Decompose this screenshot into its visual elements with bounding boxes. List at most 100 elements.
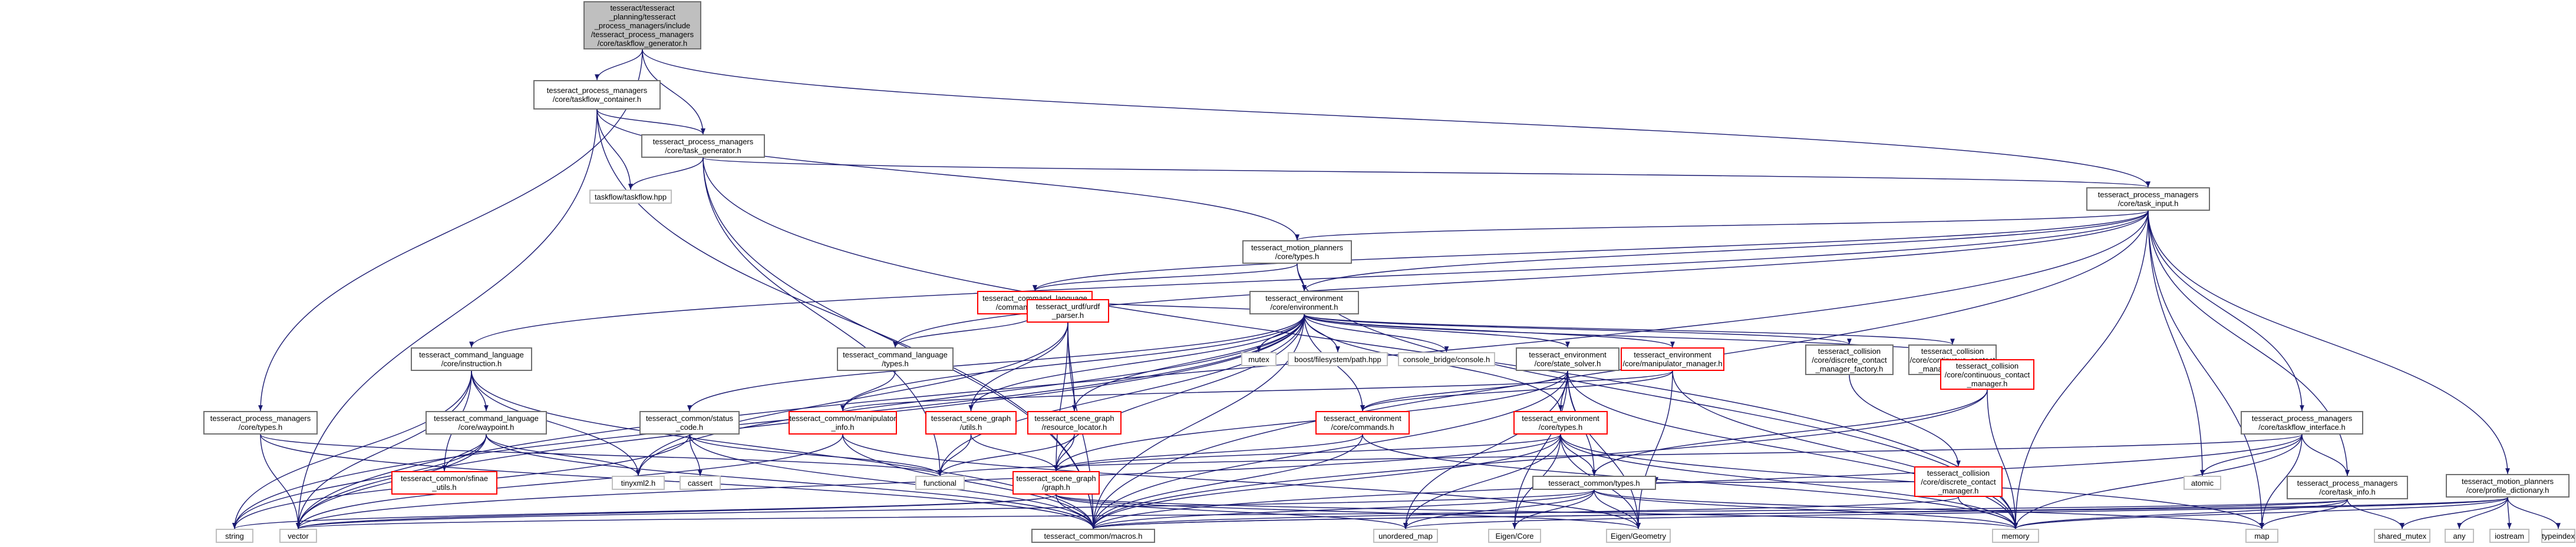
edge-tinfo-to-memory — [2013, 499, 2348, 529]
edge-ecmd-to-sgg — [1054, 434, 1363, 472]
node-pdict[interactable]: tesseract_motion_planners /core/profile_… — [2446, 474, 2570, 498]
edge-tc-to-vector — [296, 109, 598, 529]
edge-ess-to-sgg — [1054, 370, 1568, 472]
edge-env-to-ccmf — [1304, 314, 1955, 345]
edge-ti-to-pdict — [2148, 210, 2510, 475]
node-sfinae[interactable]: tesseract_common/sfinae _utils.h — [391, 471, 497, 495]
node-ccm[interactable]: tesseract_collision /core/continuous_con… — [1940, 359, 2034, 390]
node-cmi[interactable]: tesseract_common/manipulator _info.h — [789, 411, 897, 435]
edge-cstat-to-macros — [689, 434, 1096, 529]
dependency-edges — [232, 49, 2561, 529]
node-smutex[interactable]: shared_mutex — [2374, 529, 2430, 543]
edge-pdict-to-umap — [1403, 497, 2508, 529]
node-clins[interactable]: tesseract_command_language /core/instruc… — [411, 347, 532, 371]
edge-tinfo-to-map — [2260, 499, 2348, 529]
edge-ctypes-to-vector — [296, 489, 1595, 529]
edge-etypes-to-macros — [1091, 434, 1561, 529]
node-ess[interactable]: tesseract_environment /core/state_solver… — [1516, 347, 1620, 371]
edge-ctypes-to-macros — [1091, 489, 1595, 529]
edge-ctypes-to-memory — [1594, 489, 2018, 529]
edge-urdf-to-sgrl — [1067, 322, 1077, 412]
node-tinfo[interactable]: tesseract_process_managers /core/task_in… — [2287, 476, 2408, 499]
edge-cltypes-to-cmi — [840, 370, 896, 412]
edge-clwp-to-tinyxml — [486, 434, 641, 476]
edge-ccm-to-macros — [1091, 389, 1988, 529]
edge-ti-to-clins — [469, 210, 2149, 348]
edge-etypes-to-sgg — [1054, 434, 1561, 472]
edge-tfi-to-memory — [2013, 434, 2303, 529]
edge-clwp-to-macros — [486, 434, 1096, 529]
edge-ti-to-tfi — [2148, 210, 2304, 412]
node-tfi[interactable]: tesseract_process_managers /core/taskflo… — [2241, 411, 2363, 435]
edge-clt1-to-cltypes — [893, 314, 1035, 348]
edge-cstat-to-cassert — [689, 434, 702, 476]
node-functional[interactable]: functional — [915, 476, 965, 490]
node-clwp[interactable]: tesseract_command_language /core/waypoin… — [426, 411, 547, 435]
edge-cstat-to-functional — [689, 434, 942, 476]
node-urdf[interactable]: tesseract_urdf/urdf _parser.h — [1027, 299, 1109, 323]
edge-mpt-to-memory — [1297, 263, 2018, 529]
edge-root-to-tg — [642, 49, 705, 135]
edge-mpt-to-clt1 — [1033, 263, 1298, 291]
edge-tc-to-mpt — [596, 109, 1299, 241]
node-emm[interactable]: tesseract_environment /core/manipulator_… — [1621, 347, 1724, 371]
node-vector[interactable]: vector — [279, 529, 317, 543]
edge-ecmd-to-macros — [1091, 434, 1363, 529]
edge-env-to-functional — [938, 314, 1305, 476]
node-tg[interactable]: tesseract_process_managers /core/task_ge… — [641, 134, 765, 158]
edge-clins-to-string — [232, 370, 472, 529]
node-ti[interactable]: tesseract_process_managers /core/task_in… — [2086, 187, 2210, 211]
node-umap[interactable]: unordered_map — [1373, 529, 1438, 543]
edge-ess-to-eiggeo — [1567, 370, 1641, 529]
node-ecmd[interactable]: tesseract_environment /core/commands.h — [1315, 411, 1410, 435]
edge-ess-to-ecmd — [1360, 370, 1568, 412]
node-string[interactable]: string — [216, 529, 253, 543]
node-atomic[interactable]: atomic — [2184, 476, 2221, 490]
node-eiggeo[interactable]: Eigen/Geometry — [1606, 529, 1671, 543]
node-env[interactable]: tesseract_environment /core/environment.… — [1249, 291, 1359, 314]
edge-env-to-tinyxml — [636, 314, 1305, 476]
node-etypes[interactable]: tesseract_environment /core/types.h — [1513, 411, 1608, 435]
edge-env-to-cbc — [1304, 314, 1449, 353]
node-pmt[interactable]: tesseract_process_managers /core/types.h — [203, 411, 318, 435]
edge-env-to-cdcmf — [1304, 314, 1852, 345]
node-sgrl[interactable]: tesseract_scene_graph /resource_locator.… — [1027, 411, 1122, 435]
node-memory[interactable]: memory — [1992, 529, 2039, 543]
node-eigcore[interactable]: Eigen/Core — [1488, 529, 1541, 543]
node-map[interactable]: map — [2245, 529, 2278, 543]
edge-cdcmf-to-cdcm — [1849, 374, 1961, 467]
edge-urdf-to-sgu — [968, 322, 1068, 412]
edge-sgg-to-string — [232, 494, 1057, 529]
edge-tinfo-to-vector — [296, 499, 2348, 529]
edge-mpt-to-env — [1297, 263, 1307, 291]
edge-sgrl-to-functional — [938, 434, 1075, 476]
node-macros[interactable]: tesseract_common/macros.h — [1031, 529, 1155, 543]
node-any[interactable]: any — [2445, 529, 2474, 543]
node-cbc[interactable]: console_bridge/console.h — [1398, 352, 1495, 366]
node-cstat[interactable]: tesseract_common/status _code.h — [639, 411, 740, 435]
node-cltypes[interactable]: tesseract_command_language /types.h — [837, 347, 954, 371]
node-tinyxml[interactable]: tinyxml2.h — [612, 476, 665, 490]
edge-root-to-pmt — [258, 49, 643, 412]
edge-pdict-to-smutex — [2400, 497, 2508, 529]
edge-emm-to-memory — [1672, 370, 2018, 529]
node-cassert[interactable]: cassert — [680, 476, 721, 490]
edge-ti-to-env — [1302, 210, 2149, 291]
node-cdcm[interactable]: tesseract_collision /core/discrete_conta… — [1914, 466, 2003, 497]
edge-clins-to-macros — [471, 370, 1096, 529]
node-bfs[interactable]: boost/filesystem/path.hpp — [1288, 352, 1388, 366]
node-tc[interactable]: tesseract_process_managers /core/taskflo… — [533, 80, 661, 110]
node-sgu[interactable]: tesseract_scene_graph /utils.h — [925, 411, 1017, 435]
node-tfhpp[interactable]: taskflow/taskflow.hpp — [589, 190, 672, 204]
node-mpt[interactable]: tesseract_motion_planners /core/types.h — [1242, 240, 1352, 264]
edge-etypes-to-umap — [1403, 434, 1561, 529]
node-typeindex[interactable]: typeindex — [2541, 529, 2575, 543]
node-iostream[interactable]: iostream — [2489, 529, 2529, 543]
node-mutex[interactable]: mutex — [1241, 352, 1277, 366]
node-ctypes[interactable]: tesseract_common/types.h — [1532, 476, 1656, 490]
edge-emm-to-cmi — [840, 370, 1673, 412]
node-sgg[interactable]: tesseract_scene_graph /graph.h — [1012, 471, 1100, 495]
edge-cdcm-to-memory — [1958, 496, 2018, 529]
node-cdcmf[interactable]: tesseract_collision /core/discrete_conta… — [1805, 344, 1894, 375]
